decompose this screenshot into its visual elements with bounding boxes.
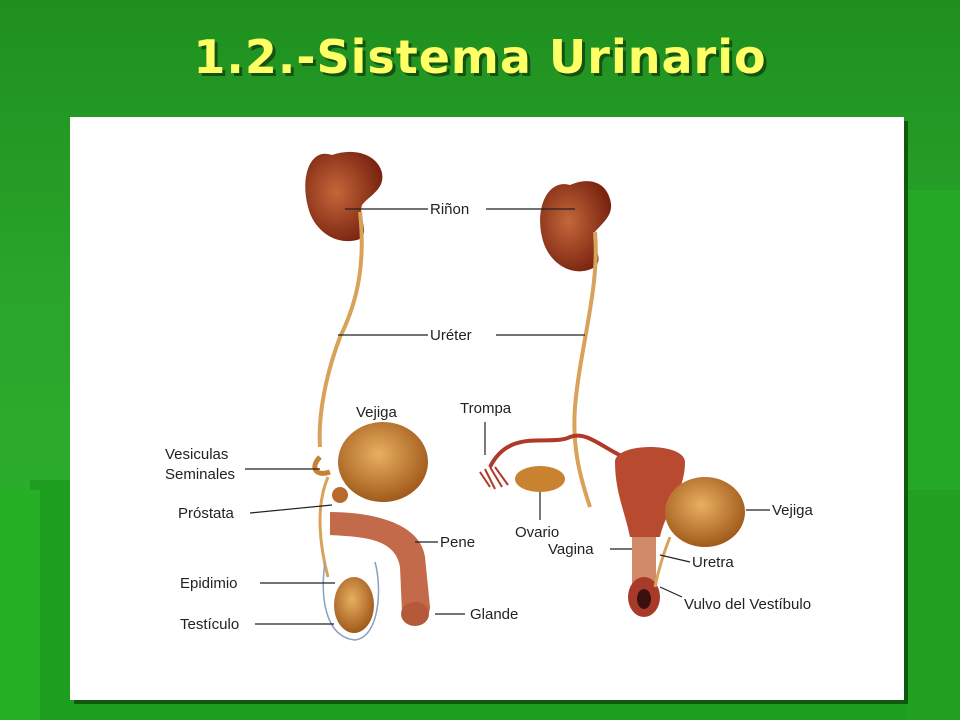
vas-deferens xyxy=(318,476,330,578)
slide-title: 1.2.-Sistema Urinario xyxy=(193,30,767,84)
label-kidney: Riñon xyxy=(430,201,469,218)
background-block xyxy=(0,490,40,720)
ovary xyxy=(515,466,565,492)
right-ureter-female xyxy=(572,231,598,508)
label-ovary: Ovario xyxy=(515,524,559,541)
label-ureter: Uréter xyxy=(430,327,472,344)
label-seminal-vesicles-2: Seminales xyxy=(165,466,235,483)
urinary-system-diagram: Riñon Uréter Vejiga Trompa Vesiculas Sem… xyxy=(165,151,814,641)
vulva-inner xyxy=(637,589,651,609)
scrotum-outline xyxy=(322,561,380,641)
label-vagina: Vagina xyxy=(548,541,594,558)
label-vestibular-bulb: Vulvo del Vestíbulo xyxy=(684,596,811,613)
prostate xyxy=(332,487,348,503)
label-seminal-vesicles-1: Vesiculas xyxy=(165,446,228,463)
testicle xyxy=(334,577,374,633)
label-glans: Glande xyxy=(470,606,518,623)
label-penis: Pene xyxy=(440,534,475,551)
female-bladder xyxy=(665,477,745,547)
penis xyxy=(330,512,430,621)
label-fallopian-tube: Trompa xyxy=(460,400,512,417)
label-bladder-male: Vejiga xyxy=(356,404,398,421)
female-urethra xyxy=(653,536,672,588)
label-testicle: Testículo xyxy=(180,616,239,633)
fimbriae xyxy=(479,466,509,490)
background-block xyxy=(905,490,960,720)
left-ureter-male xyxy=(317,211,364,448)
seminal-vesicles xyxy=(312,455,331,476)
label-bladder-female: Vejiga xyxy=(772,502,814,519)
male-bladder xyxy=(338,422,428,502)
glans xyxy=(401,602,429,626)
left-kidney-male xyxy=(305,151,383,242)
fallopian-tube xyxy=(488,433,641,468)
label-epididymis: Epidimio xyxy=(180,575,238,592)
diagram-panel: Riñon Uréter Vejiga Trompa Vesiculas Sem… xyxy=(70,117,904,700)
label-urethra: Uretra xyxy=(692,554,734,571)
background-block xyxy=(905,190,960,490)
right-kidney-female xyxy=(540,181,612,272)
leader-lines xyxy=(245,208,770,625)
label-prostate: Próstata xyxy=(178,505,235,522)
